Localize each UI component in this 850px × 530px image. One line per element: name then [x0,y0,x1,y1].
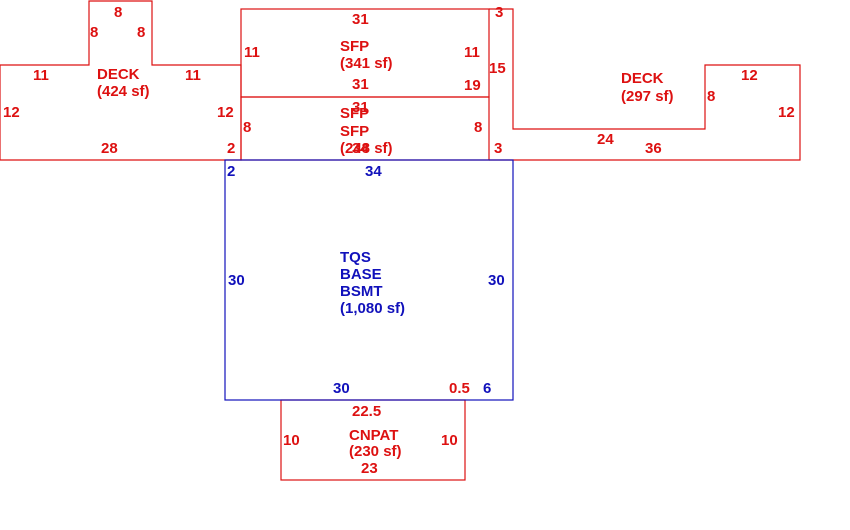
deck-right-dim-top-stub: 3 [495,4,503,21]
sfp-lower-dim-top: 31 [352,99,369,116]
deck-right-outline [489,8,801,161]
deck-right-name: DECK [621,70,664,87]
deck-left-dim-top-left: 11 [33,67,49,84]
deck-right-dim-right-wall: 19 [464,77,481,94]
basement-area: (1,080 sf) [340,300,405,317]
deck-right-dim-left: 15 [489,60,506,77]
basement-dim-right: 30 [488,272,505,289]
deck-left-dim-bottom-stub: 2 [227,140,235,157]
basement-dim-top-stub: 2 [227,163,235,180]
basement-name-a: TQS [340,249,371,266]
sfp-upper-dim-right: 11 [464,44,480,61]
deck-right-dim-bottom-stub: 3 [494,140,502,157]
basement-name-b: BASE [340,266,382,283]
deck-left-dim-bump-right: 8 [137,24,145,41]
sfp-upper-dim-bottom: 31 [352,76,369,93]
sfp-upper-area: (341 sf) [340,55,393,72]
deck-right-dim-bump-right: 12 [778,104,795,121]
sfp-upper-dim-top: 31 [352,11,369,28]
sfp-lower-name-b: SFP [340,123,369,140]
deck-right-dim-bottom: 36 [645,140,662,157]
deck-left-area: (424 sf) [97,83,150,100]
basement-name-c: BSMT [340,283,383,300]
cnpat-name: CNPAT [349,427,398,444]
cnpat-area: (230 sf) [349,443,402,460]
deck-right-area: (297 sf) [621,88,674,105]
deck-left-dim-top-right: 11 [185,67,201,84]
basement-dim-left: 30 [228,272,245,289]
sfp-lower-dim-right: 8 [474,119,482,136]
basement-dim-bottom: 30 [333,380,350,397]
basement-outline [224,159,514,401]
deck-right-dim-bump-top: 12 [741,67,758,84]
basement-dim-top: 34 [365,163,382,180]
sfp-lower-name-a: SFP [340,105,369,122]
sfp-lower-area: (248 sf) [340,140,393,157]
basement-dim-bottom-right: 6 [483,380,491,397]
basement-dim-offset: 0.5 [449,380,470,397]
deck-right-dim-notch-bottom: 24 [597,131,614,148]
deck-left-dim-bottom: 28 [101,140,118,157]
deck-left-dim-bump-top: 8 [114,4,122,21]
sfp-lower-dim-bottom: 34 [352,140,369,157]
cnpat-dim-top: 22.5 [352,403,381,420]
deck-left-dim-bump-left: 8 [90,24,98,41]
sfp-upper-dim-left: 11 [244,44,260,61]
cnpat-dim-left: 10 [283,432,300,449]
sfp-lower-dim-left: 8 [243,119,251,136]
cnpat-dim-right: 10 [441,432,458,449]
deck-left-dim-left: 12 [3,104,20,121]
deck-right-dim-notch-side: 8 [707,88,715,105]
sfp-upper-name: SFP [340,38,369,55]
cnpat-dim-bottom: 23 [361,460,378,477]
deck-left-dim-right: 12 [217,104,234,121]
deck-left-name: DECK [97,66,140,83]
